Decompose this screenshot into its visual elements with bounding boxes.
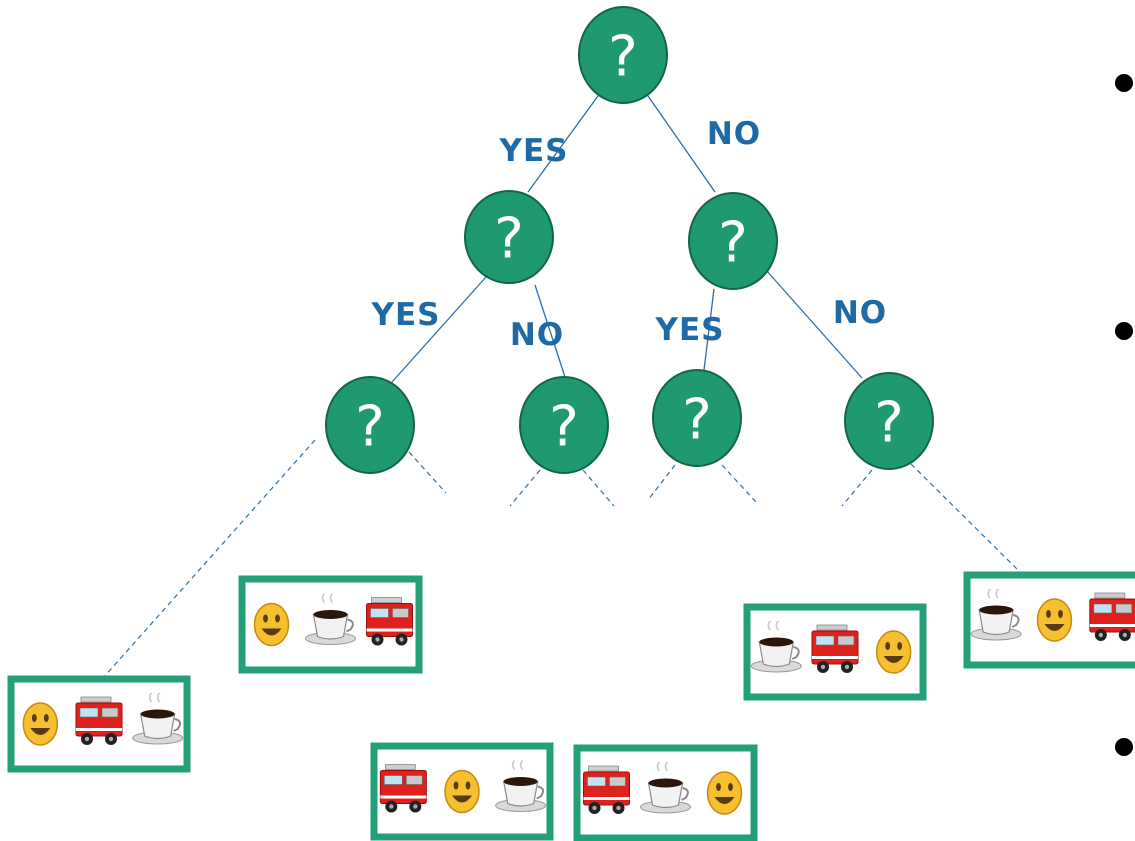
dashed-edge (910, 463, 1023, 575)
node-label: ? (874, 391, 904, 456)
smiley-icon (22, 702, 59, 746)
leaf-box (370, 742, 554, 841)
dashed-edge (841, 469, 873, 507)
node-label: ? (608, 25, 638, 90)
edge-label-yes: YES (371, 297, 441, 333)
leaf-box (7, 675, 191, 773)
edge-right-yes (703, 288, 715, 371)
edge-left-yes (391, 276, 487, 383)
dashed-edge (582, 469, 615, 507)
edge-root-no (647, 95, 716, 193)
dashed-edge (647, 464, 676, 501)
node-right-left: ? (652, 369, 742, 467)
node-left: ? (464, 190, 554, 284)
edge-label-yes: YES (499, 133, 569, 169)
smiley-icon (706, 771, 743, 815)
node-right: ? (688, 192, 778, 290)
bullet-marker (1115, 322, 1133, 340)
edge-left-no (534, 284, 566, 378)
leaf-box (238, 575, 423, 674)
node-right-right: ? (844, 372, 934, 470)
leaf-box (573, 744, 758, 841)
bullet-marker (1115, 738, 1133, 756)
edge-label-no: NO (707, 116, 761, 152)
bullet-marker (1115, 74, 1133, 92)
smiley-icon (1036, 598, 1073, 642)
node-label: ? (549, 395, 579, 460)
leaf-box (743, 603, 927, 701)
edge-right-no (765, 269, 863, 379)
node-label: ? (355, 395, 385, 460)
dashed-edge (408, 451, 447, 494)
node-label: ? (494, 207, 524, 272)
smiley-icon (875, 630, 912, 674)
node-label: ? (718, 211, 748, 276)
dashed-edge (509, 469, 541, 507)
dashed-edge (721, 464, 757, 503)
node-label: ? (682, 388, 712, 453)
root-node: ? (578, 6, 668, 104)
node-left-left: ? (325, 376, 415, 474)
node-left-right: ? (519, 376, 609, 474)
leaf-boxes (7, 571, 1135, 841)
edge-label-no: NO (510, 317, 564, 353)
smiley-icon (253, 602, 290, 647)
smiley-icon (444, 769, 480, 814)
edge-label-no: NO (833, 295, 887, 331)
edge-root-yes (527, 95, 599, 193)
edge-label-yes: YES (655, 312, 725, 348)
leaf-box (963, 571, 1135, 669)
dashed-edge (102, 439, 316, 679)
